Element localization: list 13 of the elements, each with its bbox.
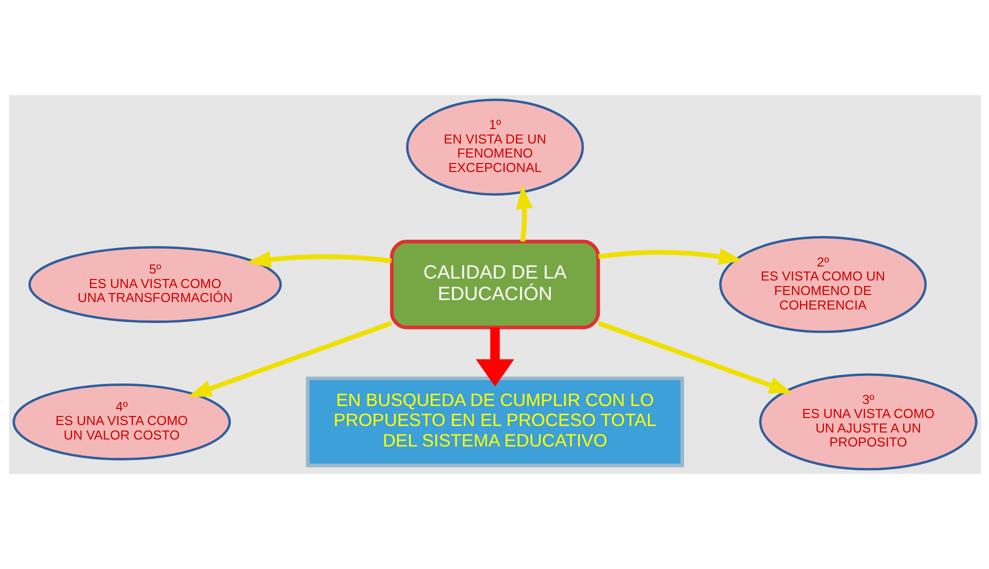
arrow <box>598 248 742 265</box>
arrow <box>516 184 532 242</box>
node-ellipse: 3º ES UNA VISTA COMO UN AJUSTE A UN PROPOSITO <box>758 373 977 470</box>
arrow <box>597 320 792 394</box>
node-ellipse: 4º ES UNA VISTA COMO UN VALOR COSTO <box>12 383 230 460</box>
node-ellipse: 5º ES UNA VISTA COMO UNA TRANSFORMACIÓN <box>28 246 282 323</box>
arrow <box>246 251 392 268</box>
arrow <box>187 320 392 397</box>
node-box: CALIDAD DE LA EDUCACIÓN <box>390 240 600 330</box>
node-ellipse: 2º ES VISTA COMO UN FENOMENO DE COHERENCIA <box>718 236 926 334</box>
node-ellipse: 1º EN VISTA DE UN FENOMENO EXCEPCIONAL <box>406 98 584 196</box>
node-box: EN BUSQUEDA DE CUMPLIR CON LO PROPUESTO EN EL PROCESO TOTAL DEL SISTEMA EDUCATIVO <box>305 376 684 468</box>
arrow <box>475 328 514 387</box>
